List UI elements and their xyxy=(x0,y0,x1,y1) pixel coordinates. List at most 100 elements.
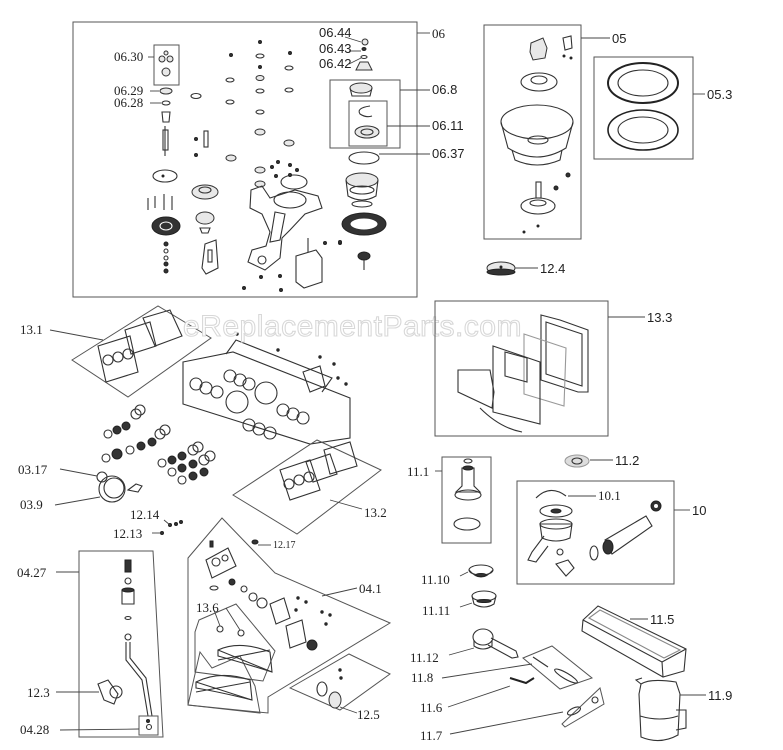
part-136-box xyxy=(194,603,276,682)
part-123-icon[interactable] xyxy=(97,679,123,705)
part-125-label[interactable]: 12.5 xyxy=(357,707,380,722)
group-132: 13.2 xyxy=(232,439,387,535)
part-0611-icon[interactable] xyxy=(354,105,380,139)
part-053-icon[interactable] xyxy=(607,62,679,151)
group-053-label[interactable]: 05.3 xyxy=(707,87,732,102)
part-1112-icon[interactable] xyxy=(472,628,519,659)
part-0630-icon[interactable] xyxy=(158,50,174,77)
part-136-icon[interactable] xyxy=(195,625,273,701)
steam-valve-icon xyxy=(121,559,153,717)
part-1111-label[interactable]: 11.11 xyxy=(422,603,450,618)
part-111-icon[interactable] xyxy=(453,458,482,531)
group-0427-box xyxy=(78,550,164,738)
part-119-label[interactable]: 11.9 xyxy=(708,688,732,703)
group-0427-label[interactable]: 04.27 xyxy=(17,565,47,580)
part-0637-icon[interactable] xyxy=(348,151,380,165)
part-0629-label[interactable]: 06.29 xyxy=(114,83,143,98)
part-1213-icon[interactable] xyxy=(160,531,164,535)
part-123-label[interactable]: 12.3 xyxy=(27,685,50,700)
group-05: 05 05.3 xyxy=(483,24,732,276)
part-117-label[interactable]: 11.7 xyxy=(420,728,443,743)
group-041-label[interactable]: 04.1 xyxy=(359,581,382,596)
part-0642-label[interactable]: 06.42 xyxy=(319,56,352,71)
part-0644-label[interactable]: 06.44 xyxy=(319,25,352,40)
adjust-ring-icon xyxy=(341,212,387,236)
group-131-label[interactable]: 13.1 xyxy=(20,322,43,337)
group-06: 06 06.30 06.29 06.28 xyxy=(72,21,465,298)
part-1112-label[interactable]: 11.12 xyxy=(410,650,439,665)
part-039-icon[interactable] xyxy=(98,475,143,503)
group-06-label[interactable]: 06 xyxy=(432,26,446,41)
part-068-icon[interactable] xyxy=(349,82,373,97)
part-0643-label[interactable]: 06.43 xyxy=(319,41,352,56)
part-0643-icon[interactable] xyxy=(361,47,367,51)
burr-carrier-icon xyxy=(345,172,379,208)
part-0428-box xyxy=(138,715,159,736)
part-118-label[interactable]: 11.8 xyxy=(411,670,433,685)
part-124-label[interactable]: 12.4 xyxy=(540,261,565,276)
part-119-icon[interactable] xyxy=(634,677,687,742)
gauge-rings-icon xyxy=(101,404,216,485)
part-1214-label[interactable]: 12.14 xyxy=(130,507,160,522)
group-131: 13.1 xyxy=(20,305,212,398)
part-068-label[interactable]: 06.8 xyxy=(432,82,457,97)
part-118-icon[interactable] xyxy=(532,656,579,685)
group-10-box xyxy=(516,480,675,585)
part-0629-icon[interactable] xyxy=(159,87,173,95)
part-101-label[interactable]: 10.1 xyxy=(598,488,621,503)
part-131-icon[interactable] xyxy=(97,309,183,383)
group-10-label[interactable]: 10 xyxy=(692,503,706,518)
hopper-icon xyxy=(500,35,574,234)
small-parts-icon xyxy=(190,40,295,188)
part-132-icon[interactable] xyxy=(279,441,358,501)
part-125-box xyxy=(288,653,391,711)
part-0628-label[interactable]: 06.28 xyxy=(114,95,143,110)
group-05-label[interactable]: 05 xyxy=(612,31,626,46)
part-0630-box xyxy=(153,44,180,86)
part-1217-icon[interactable] xyxy=(251,539,259,545)
part-133-icon[interactable] xyxy=(457,314,589,433)
part-0642-icon[interactable] xyxy=(360,54,368,60)
part-115-icon[interactable] xyxy=(581,605,687,678)
part-1110-label[interactable]: 11.10 xyxy=(421,572,450,587)
part-068-box xyxy=(329,79,401,149)
part-1217-label[interactable]: 12.17 xyxy=(273,540,296,551)
part-0611-label[interactable]: 06.11 xyxy=(432,118,464,133)
part-116-label[interactable]: 11.6 xyxy=(420,700,443,715)
part-1213-label[interactable]: 12.13 xyxy=(113,526,142,541)
knob-icon xyxy=(338,240,371,270)
part-0628-icon[interactable] xyxy=(161,100,171,106)
part-1111-icon[interactable] xyxy=(471,590,497,608)
part-1110-icon[interactable] xyxy=(468,564,494,578)
part-112-icon[interactable] xyxy=(564,454,590,468)
part-117-icon[interactable] xyxy=(566,696,599,717)
watermark-text: eReplacementParts.com xyxy=(183,310,522,343)
part-125-icon[interactable] xyxy=(316,668,343,709)
part-112-label[interactable]: 11.2 xyxy=(615,453,639,468)
grinder-housing-icon xyxy=(242,160,323,292)
burr-top-icon xyxy=(355,61,373,71)
part-101-icon[interactable] xyxy=(535,489,567,499)
part-0630-label[interactable]: 06.30 xyxy=(114,49,143,64)
part-136-label[interactable]: 13.6 xyxy=(196,600,219,615)
part-115-label[interactable]: 11.5 xyxy=(650,612,674,627)
group-06-box xyxy=(72,21,418,298)
pump-valves-icon xyxy=(205,540,332,651)
group-0427: 04.27 12.3 04.28 xyxy=(17,550,164,738)
part-039-label[interactable]: 03.9 xyxy=(20,497,43,512)
group-133-label[interactable]: 13.3 xyxy=(647,310,672,325)
part-0637-label[interactable]: 06.37 xyxy=(432,146,465,161)
part-117-box xyxy=(561,687,605,728)
group-132-label[interactable]: 13.2 xyxy=(364,505,387,520)
part-0644-icon[interactable] xyxy=(361,38,369,46)
group-041: 04.1 13.6 xyxy=(187,517,392,714)
part-0317-label[interactable]: 03.17 xyxy=(18,462,48,477)
part-124-icon[interactable] xyxy=(486,261,516,276)
group-131-box xyxy=(71,305,212,398)
portafilter-icon xyxy=(527,504,575,577)
part-116-icon[interactable] xyxy=(509,677,535,685)
part-0428-icon[interactable] xyxy=(145,719,153,731)
group-111-label[interactable]: 11.1 xyxy=(407,464,429,479)
part-0428-label[interactable]: 04.28 xyxy=(20,722,49,737)
group-132-box xyxy=(232,439,382,535)
